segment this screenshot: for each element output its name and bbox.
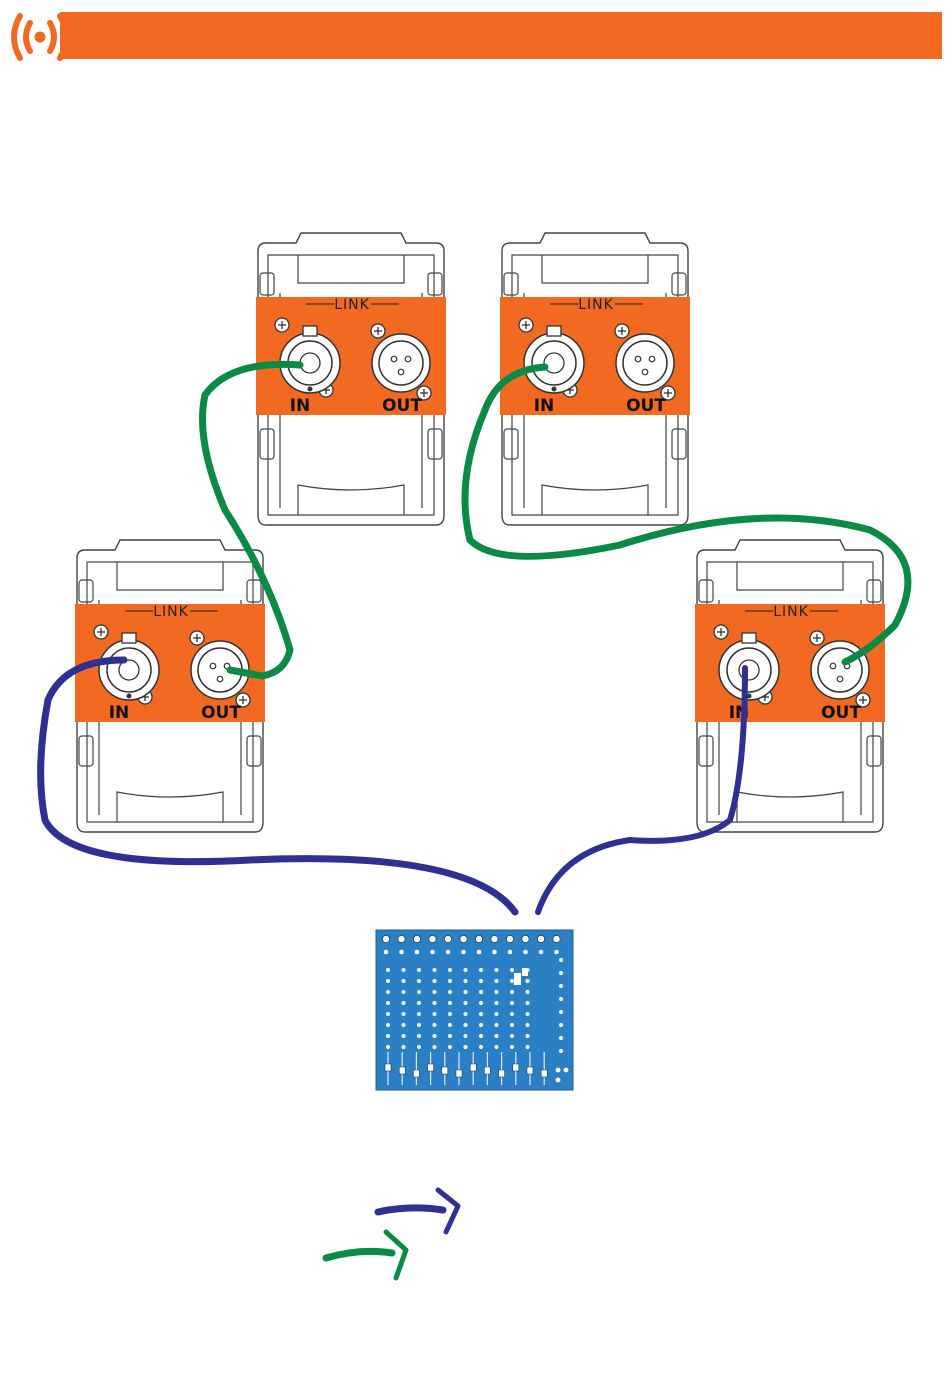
out-label: OUT	[201, 703, 241, 723]
in-label: IN	[290, 396, 311, 416]
green-cable-arrow-icon	[326, 1232, 406, 1278]
blue-cable-arrow-icon	[378, 1190, 458, 1232]
speaker-mid-left: LINK IN OUT	[75, 540, 265, 832]
out-jack[interactable]	[372, 334, 430, 392]
mixing-console-icon	[376, 930, 573, 1090]
speaker-top-right: LINK IN OUT	[500, 233, 690, 525]
link-label: LINK	[334, 297, 370, 313]
link-label: LINK	[153, 604, 189, 620]
out-jack[interactable]	[616, 334, 674, 392]
in-label: IN	[534, 396, 555, 416]
out-label: OUT	[626, 396, 666, 416]
in-label: IN	[109, 703, 130, 723]
out-label: OUT	[821, 703, 861, 723]
out-label: OUT	[382, 396, 422, 416]
link-label: LINK	[578, 297, 614, 313]
link-label: LINK	[773, 604, 809, 620]
speaker-top-left: LINK IN OUT	[256, 233, 446, 525]
speaker-mid-right: LINK IN OUT	[695, 540, 885, 832]
